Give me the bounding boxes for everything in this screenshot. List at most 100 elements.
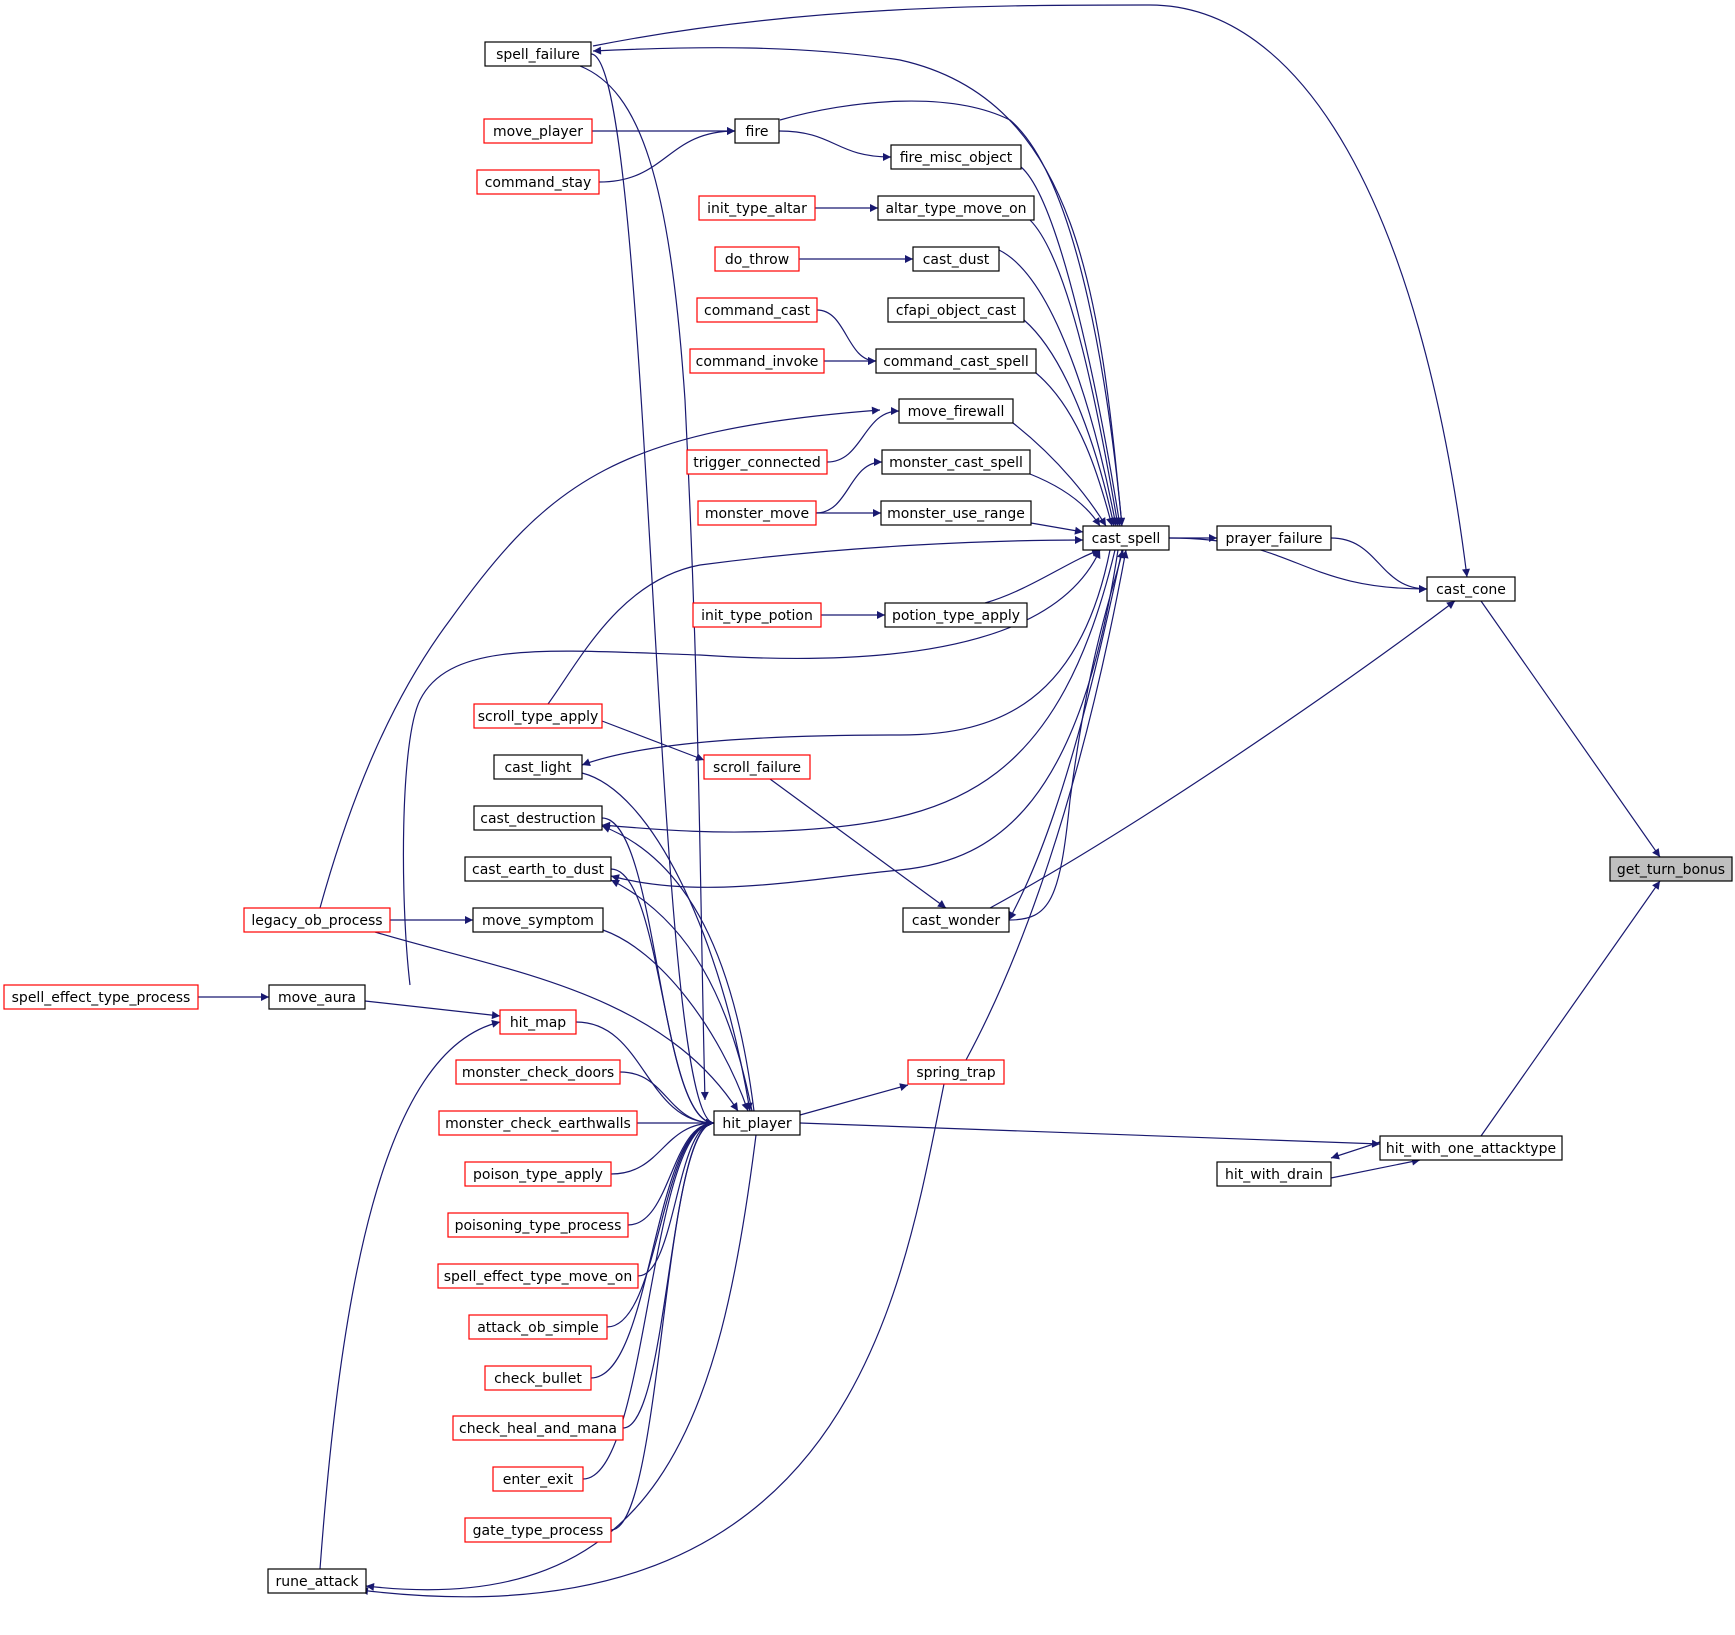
edge-line <box>374 931 739 1112</box>
node-attack-ob-simple[interactable]: attack_ob_simple <box>468 1314 608 1340</box>
node-spell-effect-type-move-on[interactable]: spell_effect_type_move_on <box>437 1263 639 1289</box>
node-trigger-connected[interactable]: trigger_connected <box>686 449 828 475</box>
edge-spring_trap-to-rune_attack <box>359 1083 945 1598</box>
node-label: monster_cast_spell <box>889 455 1023 471</box>
node-command-cast[interactable]: command_cast <box>696 297 818 323</box>
edge-line <box>582 1119 715 1480</box>
node-cast-dust[interactable]: cast_dust <box>912 246 1000 272</box>
edge-cast_spell-to-cast_wonder <box>1008 549 1123 921</box>
edge-hit_player-to-cast_earth_to_dust <box>610 879 753 1112</box>
node-label: trigger_connected <box>693 455 821 471</box>
edge-line <box>1020 166 1123 527</box>
node-cast-cone[interactable]: cast_cone <box>1426 576 1516 602</box>
node-move-firewall[interactable]: move_firewall <box>898 398 1014 424</box>
node-box <box>492 1466 584 1492</box>
node-label: fire_misc_object <box>900 150 1013 166</box>
node-poison-type-apply[interactable]: poison_type_apply <box>464 1161 612 1187</box>
node-hit-with-drain[interactable]: hit_with_drain <box>1216 1161 1332 1187</box>
node-box <box>472 907 604 933</box>
node-label: attack_ob_simple <box>477 1320 599 1336</box>
node-box <box>692 602 822 628</box>
node-potion-type-apply[interactable]: potion_type_apply <box>884 602 1028 628</box>
node-spring-trap[interactable]: spring_trap <box>907 1059 1005 1085</box>
edge-hit_with_one_attacktype-to-get_turn_bonus <box>1480 880 1661 1137</box>
node-move-aura[interactable]: move_aura <box>268 984 366 1010</box>
node-monster-move[interactable]: monster_move <box>697 500 817 526</box>
node-move-symptom[interactable]: move_symptom <box>472 907 604 933</box>
node-label: poisoning_type_process <box>455 1218 622 1234</box>
edge-line <box>998 249 1119 527</box>
edge-cast_spell-to-cast_earth_to_dust <box>610 549 1119 888</box>
edge-potion_type_apply-to-cast_spell <box>984 548 1101 604</box>
node-poisoning-type-process[interactable]: poisoning_type_process <box>447 1212 629 1238</box>
edge-spell_failure-to-hit_player <box>590 53 715 1127</box>
node-check-heal-and-mana[interactable]: check_heal_and_mana <box>452 1415 624 1441</box>
edge-poisoning_type_process-to-hit_player <box>627 1119 715 1226</box>
node-box <box>1216 525 1332 551</box>
node-label: move_symptom <box>482 913 594 929</box>
edge-line <box>592 46 1123 527</box>
node-monster-check-doors[interactable]: monster_check_doors <box>455 1059 621 1085</box>
node-cfapi-object-cast[interactable]: cfapi_object_cast <box>887 297 1025 323</box>
node-cast-earth-to-dust[interactable]: cast_earth_to_dust <box>464 856 612 882</box>
node-label: monster_check_doors <box>462 1065 614 1081</box>
node-hit-with-one-attacktype[interactable]: hit_with_one_attacktype <box>1379 1135 1563 1161</box>
node-fire[interactable]: fire <box>734 118 780 144</box>
node-monster-cast-spell[interactable]: monster_cast_spell <box>881 449 1031 475</box>
node-monster-check-earthwalls[interactable]: monster_check_earthwalls <box>438 1110 638 1136</box>
edge-line <box>778 130 892 161</box>
edge-line <box>1330 537 1428 593</box>
edge-check_bullet-to-hit_player <box>590 1119 715 1379</box>
edge-line <box>637 1119 715 1277</box>
node-init-type-altar[interactable]: init_type_altar <box>698 195 816 221</box>
edge-line <box>799 1122 1381 1148</box>
node-enter-exit[interactable]: enter_exit <box>492 1466 584 1492</box>
node-spell-failure[interactable]: spell_failure <box>484 41 592 67</box>
node-fire-misc-object[interactable]: fire_misc_object <box>890 144 1022 170</box>
edge-line <box>769 778 947 909</box>
node-move-player[interactable]: move_player <box>483 118 593 144</box>
node-label: cast_dust <box>923 252 990 268</box>
edge-monster_check_doors-to-hit_player <box>619 1071 715 1127</box>
node-cast-wonder[interactable]: cast_wonder <box>902 907 1010 933</box>
edge-fire-to-cast_spell <box>779 100 1126 527</box>
node-altar-type-move-on[interactable]: altar_type_move_on <box>877 195 1035 221</box>
node-label: spell_failure <box>496 47 580 63</box>
node-label: scroll_type_apply <box>478 709 599 725</box>
node-cast-light[interactable]: cast_light <box>493 754 583 780</box>
node-cast-spell[interactable]: cast_spell <box>1082 525 1170 551</box>
edge-scroll_failure-to-cast_wonder <box>769 778 947 909</box>
node-box <box>268 984 366 1010</box>
node-command-invoke[interactable]: command_invoke <box>689 348 825 374</box>
edge-hit_player-to-spring_trap <box>799 1083 909 1116</box>
node-label: command_cast_spell <box>883 354 1029 370</box>
node-box <box>464 1161 612 1187</box>
edge-line <box>590 1119 715 1379</box>
node-cast-destruction[interactable]: cast_destruction <box>473 805 603 831</box>
edge-move_aura-to-hit_map <box>364 1000 501 1020</box>
edge-move_firewall-to-cast_spell <box>1012 422 1107 527</box>
node-label: gate_type_process <box>473 1523 604 1539</box>
node-monster-use-range[interactable]: monster_use_range <box>880 500 1032 526</box>
node-command-stay[interactable]: command_stay <box>476 169 600 195</box>
node-hit-map[interactable]: hit_map <box>499 1009 577 1035</box>
nodes-layer: get_turn_bonuscast_conehit_with_one_atta… <box>3 41 1733 1594</box>
node-init-type-potion[interactable]: init_type_potion <box>692 602 822 628</box>
node-prayer-failure[interactable]: prayer_failure <box>1216 525 1332 551</box>
node-scroll-failure[interactable]: scroll_failure <box>703 754 811 780</box>
edge-monster_move-to-monster_cast_spell <box>815 458 883 514</box>
node-box <box>734 118 780 144</box>
node-box <box>437 1263 639 1289</box>
node-do-throw[interactable]: do_throw <box>714 246 800 272</box>
edge-line <box>581 549 1111 766</box>
edge-line <box>1008 549 1123 921</box>
edge-line <box>610 879 753 1112</box>
node-scroll-type-apply[interactable]: scroll_type_apply <box>473 703 603 729</box>
node-legacy-ob-process[interactable]: legacy_ob_process <box>243 907 391 933</box>
node-hit-player[interactable]: hit_player <box>713 1110 801 1136</box>
node-spell-effect-type-process[interactable]: spell_effect_type_process <box>3 984 199 1010</box>
node-check-bullet[interactable]: check_bullet <box>484 1365 592 1391</box>
node-command-cast-spell[interactable]: command_cast_spell <box>875 348 1037 374</box>
node-gate-type-process[interactable]: gate_type_process <box>464 1517 612 1543</box>
node-rune-attack[interactable]: rune_attack <box>267 1568 367 1594</box>
